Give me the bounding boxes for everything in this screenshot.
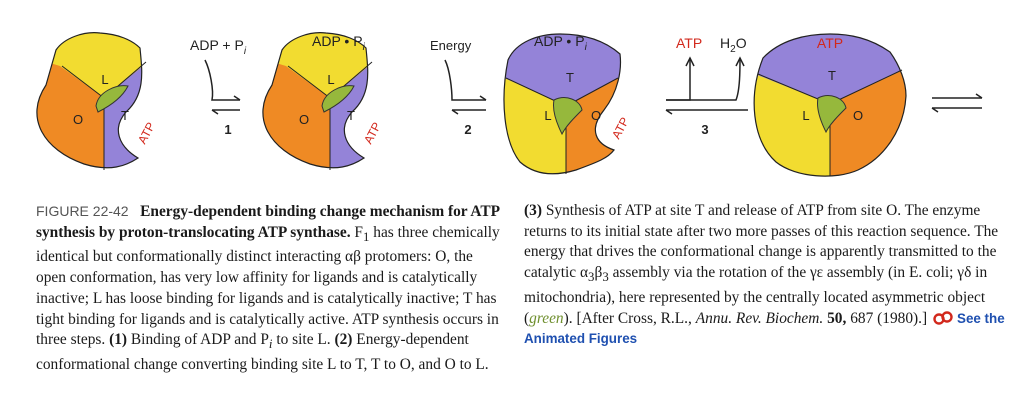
equilibrium-arrow: [931, 93, 983, 113]
site-label-t: T: [828, 68, 836, 83]
step-1-subscript: i: [268, 337, 273, 352]
site-label-o: O: [73, 112, 83, 127]
site-label-o: O: [591, 108, 601, 123]
caption-right-column: (3) Synthesis of ATP at site T and relea…: [524, 201, 1010, 350]
water-label: H: [720, 35, 730, 51]
reaction-step-1: ADP + Pi 1: [190, 37, 247, 137]
reaction-step-3: ATP H2O 3: [665, 35, 748, 137]
enzyme-state-2: ADP • Pi L O T ATP: [262, 32, 384, 170]
step-2-number: 2: [464, 122, 471, 137]
step-1-marker: (1): [109, 331, 128, 349]
site-label-o: O: [853, 108, 863, 123]
reaction-step-2: Energy 2: [430, 38, 487, 137]
site-label-o: O: [299, 112, 309, 127]
site-label-t: T: [347, 108, 355, 123]
step-2-energy-label: Energy: [430, 38, 472, 53]
beta-symbol: β: [594, 264, 603, 282]
bound-atp-label: ATP: [609, 115, 632, 141]
animated-figures-icon[interactable]: [933, 310, 953, 326]
enzyme-state-1: L O T ATP: [36, 32, 158, 170]
step-1-end: to site L.: [276, 331, 331, 349]
journal-pages: 687 (1980).]: [850, 309, 928, 327]
green-word: green: [529, 309, 564, 327]
water-subscript: 2: [730, 44, 736, 55]
site-label-l: L: [101, 72, 108, 87]
enzyme-state-4: ATP T L O: [753, 33, 907, 177]
step-3-text: Synthesis of ATP at site T and release o…: [524, 202, 999, 282]
step-3-marker: (3): [524, 202, 542, 219]
bound-adp-label: ADP • P: [534, 33, 585, 49]
caption-title: Energy-dependent binding change mechanis…: [36, 203, 500, 241]
figure-label: FIGURE 22-42: [36, 203, 129, 219]
journal-volume: 50,: [827, 309, 847, 327]
bound-atp-label: ATP: [361, 120, 384, 146]
enzyme-state-3: ADP • Pi T L O ATP: [503, 33, 632, 175]
released-atp-label: ATP: [676, 35, 702, 51]
bound-adp-label: ADP • P: [312, 33, 363, 49]
site-label-l: L: [327, 72, 334, 87]
svg-text:ADP • Pi: ADP • Pi: [312, 33, 366, 53]
site-label-l: L: [544, 108, 551, 123]
bound-adp-subscript: i: [585, 42, 588, 53]
journal-name: Annu. Rev. Biochem.: [695, 309, 824, 327]
caption-f-text: F: [354, 223, 363, 241]
citation-text: ). [After Cross, R.L.,: [563, 309, 692, 327]
water-label-end: O: [736, 35, 747, 51]
beta-subscript: 3: [602, 270, 609, 285]
caption-description: has three chemically identical but confo…: [36, 223, 500, 349]
step-2-text: Energy-dependent conformational change c…: [36, 331, 489, 374]
svg-text:ADP • Pi: ADP • Pi: [534, 33, 588, 53]
bound-adp-subscript: i: [363, 42, 366, 53]
step-1-reactant-subscript: i: [244, 46, 247, 57]
caption-f-subscript: 1: [362, 229, 370, 244]
bound-atp-label: ATP: [135, 120, 158, 146]
caption-left-column: FIGURE 22-42 Energy-dependent binding ch…: [36, 201, 506, 376]
site-label-t: T: [566, 70, 574, 85]
step-3-number: 3: [701, 122, 708, 137]
binding-change-figure: L O T ATP ADP + Pi 1 ADP • Pi L O T ATP …: [36, 32, 983, 177]
released-atp-label-top: ATP: [817, 35, 843, 51]
site-label-t: T: [121, 108, 129, 123]
site-label-l: L: [802, 108, 809, 123]
svg-text:H2O: H2O: [720, 35, 747, 55]
step-2-marker: (2): [334, 331, 353, 349]
animated-figures-link[interactable]: See the Animated Figures: [524, 310, 1005, 347]
alpha-subscript: 3: [588, 270, 595, 285]
step-1-text: Binding of ADP and P: [130, 331, 269, 349]
step-1-number: 1: [224, 122, 231, 137]
svg-text:ADP + Pi: ADP + Pi: [190, 37, 247, 57]
step-1-reactant-label: ADP + P: [190, 37, 244, 53]
rotation-text: assembly via the rotation of the γε asse…: [524, 264, 988, 327]
